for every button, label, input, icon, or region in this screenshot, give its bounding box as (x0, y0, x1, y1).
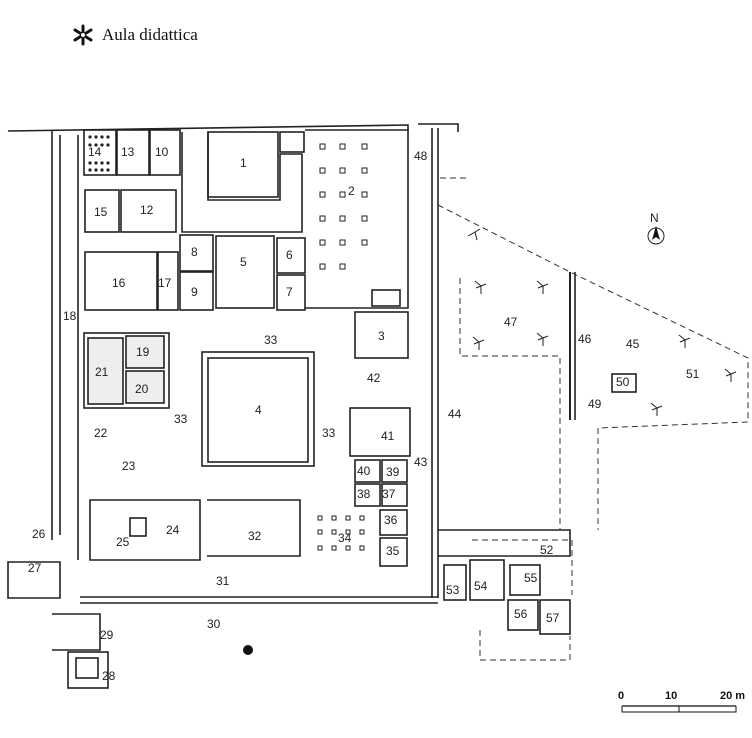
north-label: N (650, 211, 659, 225)
room-label-51: 51 (686, 367, 700, 381)
room-label-2: 2 (348, 184, 355, 198)
room-label-31: 31 (216, 574, 230, 588)
scale-tick-20: 20 m (720, 690, 745, 702)
room-label-12: 12 (140, 203, 154, 217)
marker-dot (243, 645, 253, 655)
room-label-55: 55 (524, 571, 538, 585)
room-label-47: 47 (504, 315, 518, 329)
room-label-6: 6 (286, 248, 293, 262)
room-label-4: 4 (255, 403, 262, 417)
room-label-10: 10 (155, 145, 169, 159)
room-label-32: 32 (248, 529, 262, 543)
room-label-41: 41 (381, 429, 395, 443)
room-label-25: 25 (116, 535, 130, 549)
room-label-8: 8 (191, 245, 198, 259)
room-label-46: 46 (578, 332, 592, 346)
room-label-37: 37 (382, 487, 396, 501)
room-label-33: 33 (264, 333, 278, 347)
room-label-23: 23 (122, 459, 136, 473)
room-label-15: 15 (94, 205, 108, 219)
room-label-30: 30 (207, 617, 221, 631)
room-label-40: 40 (357, 464, 371, 478)
room-label-52: 52 (540, 543, 554, 557)
room-label-35: 35 (386, 544, 400, 558)
room-label-43: 43 (414, 455, 428, 469)
room-label-29: 29 (100, 628, 114, 642)
north-arrow-icon: N (647, 211, 665, 245)
room-label-9: 9 (191, 285, 198, 299)
legend: Aula didattica (72, 24, 198, 46)
room-label-24: 24 (166, 523, 180, 537)
room-label-42: 42 (367, 371, 381, 385)
room-label-28: 28 (102, 669, 116, 683)
room-label-20: 20 (135, 382, 149, 396)
room-label-56: 56 (514, 607, 528, 621)
room-label-57: 57 (546, 611, 560, 625)
room-label-33: 33 (322, 426, 336, 440)
room-label-54: 54 (474, 579, 488, 593)
asterisk-flower-icon (73, 24, 93, 46)
room-label-7: 7 (286, 285, 293, 299)
room-label-49: 49 (588, 397, 602, 411)
room-label-53: 53 (446, 583, 460, 597)
scale-bar: 0 10 20 m (618, 690, 745, 713)
room-label-18: 18 (63, 309, 77, 323)
room-label-50: 50 (616, 375, 630, 389)
legend-label: Aula didattica (102, 25, 198, 44)
room-label-16: 16 (112, 276, 126, 290)
room-label-44: 44 (448, 407, 462, 421)
room-label-13: 13 (121, 145, 135, 159)
room-label-27: 27 (28, 561, 42, 575)
room-label-34: 34 (338, 531, 352, 545)
scale-tick-10: 10 (665, 690, 677, 702)
room-label-45: 45 (626, 337, 640, 351)
room-label-22: 22 (94, 426, 108, 440)
room-label-14: 14 (88, 145, 102, 159)
room-label-36: 36 (384, 513, 398, 527)
room-label-17: 17 (158, 276, 172, 290)
room-label-48: 48 (414, 149, 428, 163)
room-label-33: 33 (174, 412, 188, 426)
room-label-21: 21 (95, 365, 109, 379)
room-label-39: 39 (386, 465, 400, 479)
room-label-19: 19 (136, 345, 150, 359)
room-label-1: 1 (240, 156, 247, 170)
room-label-26: 26 (32, 527, 46, 541)
room-label-5: 5 (240, 255, 247, 269)
room-label-38: 38 (357, 487, 371, 501)
room-label-3: 3 (378, 329, 385, 343)
scale-tick-0: 0 (618, 690, 624, 702)
